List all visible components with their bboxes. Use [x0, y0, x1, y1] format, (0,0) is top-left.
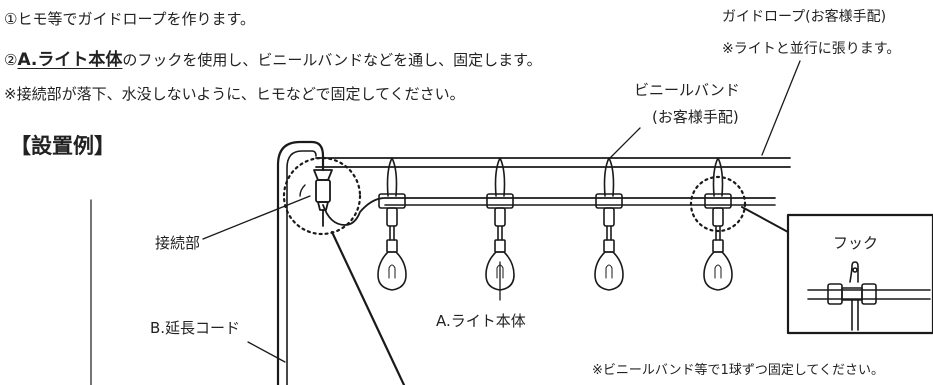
- step2-text: ②A.ライト本体のフックを使用し、ビニールバンドなどを通し、固定します。: [4, 52, 542, 69]
- hook-label: フック: [833, 234, 879, 252]
- bulb-icon: [485, 251, 515, 291]
- bulb-icon: [594, 251, 624, 291]
- guide-rope-leader: [761, 60, 801, 156]
- section-heading: 【設置例】: [10, 134, 115, 158]
- hook-highlight: [689, 175, 747, 233]
- bottom-note: ※ビニールバンド等で1球ずつ固定してください。: [592, 363, 885, 378]
- connector-leader: [202, 195, 311, 240]
- hook-zoom-box: [786, 213, 933, 335]
- light-unit: [703, 157, 733, 291]
- step1-text: ①ヒモ等でガイドロープを作ります。: [4, 10, 256, 28]
- vinyl-band-sub-label: (お客様手配): [652, 108, 739, 126]
- vinyl-band-label: ビニールバンド: [634, 81, 740, 99]
- extension-cord: [330, 230, 406, 385]
- light-unit: [594, 157, 624, 291]
- extension-leader: [247, 341, 286, 363]
- step2-rest: のフックを使用し、ビニールバンドなどを通し、固定します。: [122, 51, 542, 69]
- corner-post-inner: [286, 150, 317, 385]
- light-body-label: A.ライト本体: [436, 312, 526, 330]
- step2-prefix: ②: [4, 51, 18, 69]
- hook-zoom-leader: [741, 206, 789, 233]
- corner-post: [276, 140, 325, 385]
- extension-cord-label: B.延長コード: [150, 319, 241, 337]
- connector: [299, 169, 333, 227]
- zoomed-hook: [807, 261, 931, 331]
- step2-bold: A.ライト本体: [17, 50, 123, 70]
- light-cable: [322, 197, 776, 226]
- note-text: ※接続部が落下、水没しないように、ヒモなどで固定してください。: [4, 85, 465, 103]
- light-unit: [485, 157, 515, 291]
- guide-rope-label: ガイドロープ(お客様手配): [722, 9, 887, 25]
- guide-note-label: ※ライトと並行に張ります。: [722, 41, 901, 57]
- bulb-icon: [703, 251, 733, 291]
- connector-label: 接続部: [155, 234, 201, 252]
- connector-highlight: [282, 156, 362, 236]
- vinyl-band-leader: [607, 127, 641, 161]
- light-unit: [377, 157, 407, 291]
- bulb-icon: [377, 251, 407, 291]
